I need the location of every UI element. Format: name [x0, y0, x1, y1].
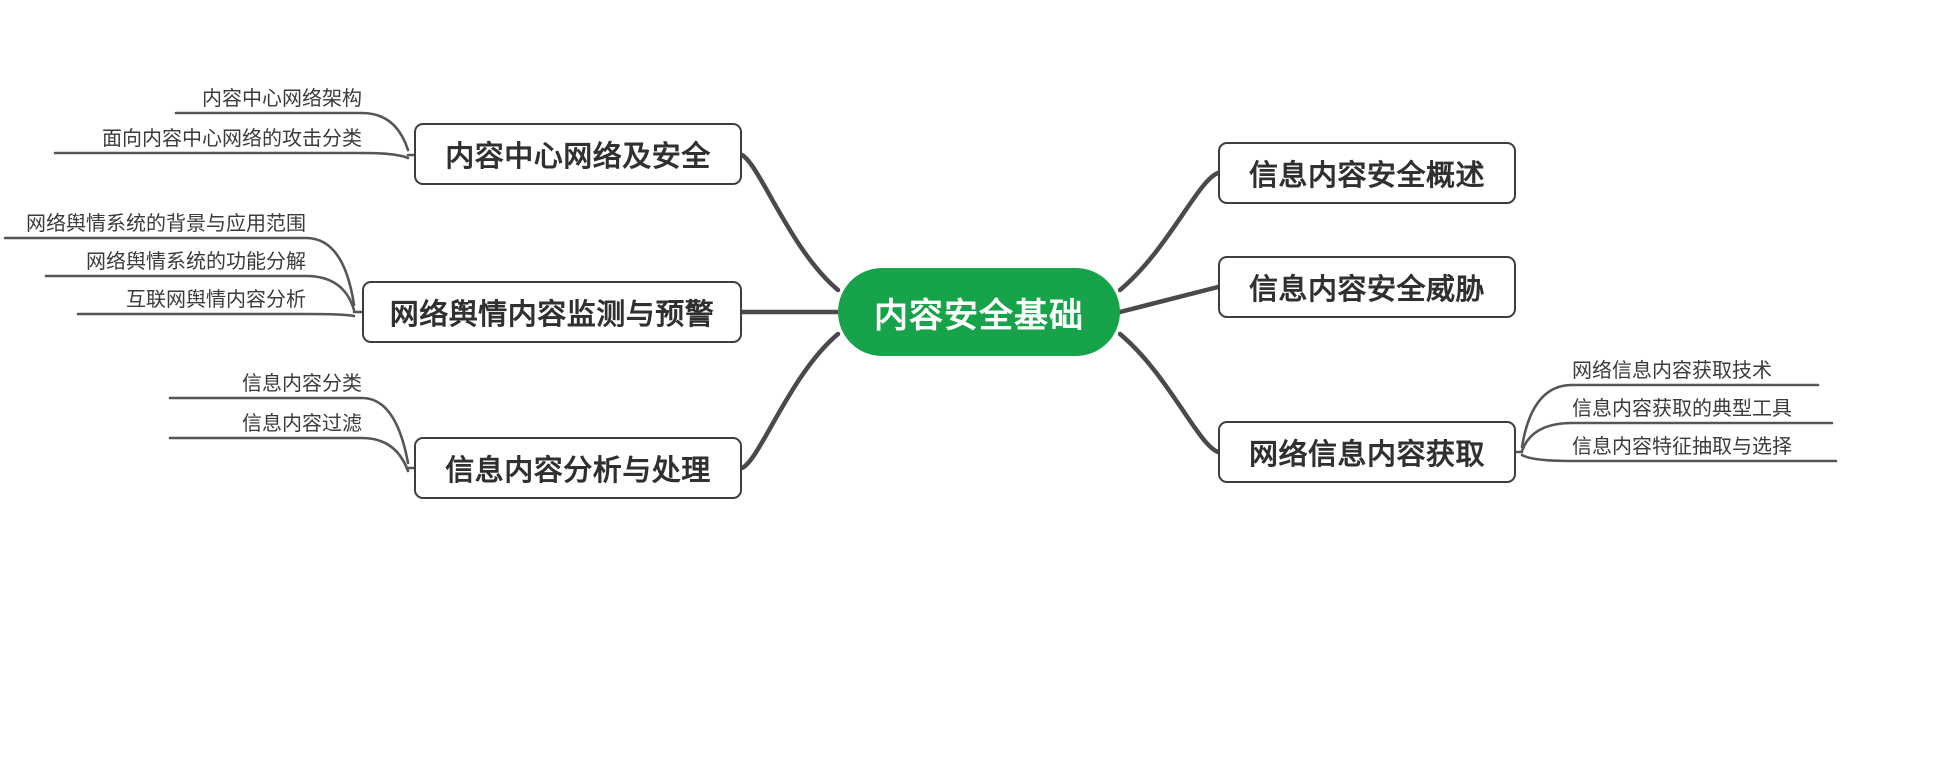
root-node-label: 内容安全基础 [874, 295, 1084, 336]
leaf-ca-classification[interactable]: 信息内容分类 [162, 363, 362, 398]
edge-root-security-threats [1117, 284, 1221, 315]
leaf-ccn-attack-taxonomy[interactable]: 面向内容中心网络的攻击分类 [30, 118, 362, 153]
root-node[interactable]: 内容安全基础 [838, 268, 1120, 356]
branch-label-security-threats: 信息内容安全威胁 [1248, 272, 1485, 306]
branch-node-content-analysis[interactable]: 信息内容分析与处理 [414, 437, 742, 499]
edge-root-security-overview [1117, 170, 1221, 293]
leaf-acq-typical-tools[interactable]: 信息内容获取的典型工具 [1572, 388, 1864, 423]
branch-label-ccn-security: 内容中心网络及安全 [445, 139, 711, 173]
leaf-acq-feature-extraction[interactable]: 信息内容特征抽取与选择 [1572, 426, 1868, 461]
branch-label-content-acquisition: 网络信息内容获取 [1248, 437, 1485, 471]
branch-node-ccn-security[interactable]: 内容中心网络及安全 [414, 123, 742, 185]
leaf-label-acq-feature-extraction: 信息内容特征抽取与选择 [1572, 434, 1792, 458]
leaf-label-ccn-attack-taxonomy: 面向内容中心网络的攻击分类 [102, 126, 362, 150]
leaf-label-ca-filtering: 信息内容过滤 [242, 411, 362, 435]
edge-root-content-analysis [739, 331, 841, 471]
branch-label-public-opinion: 网络舆情内容监测与预警 [389, 297, 715, 331]
edge-root-ccn-security [739, 152, 841, 293]
edge-ca-leaf-1 [168, 436, 410, 473]
leaf-label-po-internet-analysis: 互联网舆情内容分析 [126, 287, 306, 311]
branch-label-security-overview: 信息内容安全概述 [1248, 158, 1485, 192]
leaf-ca-filtering[interactable]: 信息内容过滤 [162, 403, 362, 438]
leaf-po-background-scope[interactable]: 网络舆情系统的背景与应用范围 [0, 203, 306, 238]
branch-node-public-opinion[interactable]: 网络舆情内容监测与预警 [362, 281, 742, 343]
leaf-ccn-architecture[interactable]: 内容中心网络架构 [96, 78, 362, 113]
leaf-label-po-background-scope: 网络舆情系统的背景与应用范围 [26, 211, 306, 235]
leaf-po-internet-analysis[interactable]: 互联网舆情内容分析 [50, 279, 306, 314]
leaf-acq-technology[interactable]: 网络信息内容获取技术 [1572, 350, 1852, 385]
branch-node-security-overview[interactable]: 信息内容安全概述 [1218, 142, 1516, 204]
leaf-label-ccn-architecture: 内容中心网络架构 [202, 86, 362, 110]
leaf-label-po-function-decomposition: 网络舆情系统的功能分解 [86, 249, 306, 273]
edge-ccn-leaf-1 [53, 151, 410, 160]
branch-label-content-analysis: 信息内容分析与处理 [445, 453, 711, 487]
leaf-label-acq-technology: 网络信息内容获取技术 [1572, 358, 1772, 382]
edge-root-content-acquisition [1117, 331, 1221, 455]
branch-node-security-threats[interactable]: 信息内容安全威胁 [1218, 256, 1516, 318]
branch-node-content-acquisition[interactable]: 网络信息内容获取 [1218, 421, 1516, 483]
leaf-po-function-decomposition[interactable]: 网络舆情系统的功能分解 [20, 241, 306, 276]
leaf-label-acq-typical-tools: 信息内容获取的典型工具 [1572, 396, 1792, 420]
leaf-label-ca-classification: 信息内容分类 [242, 371, 362, 395]
edge-po-leaf-2 [76, 312, 356, 318]
